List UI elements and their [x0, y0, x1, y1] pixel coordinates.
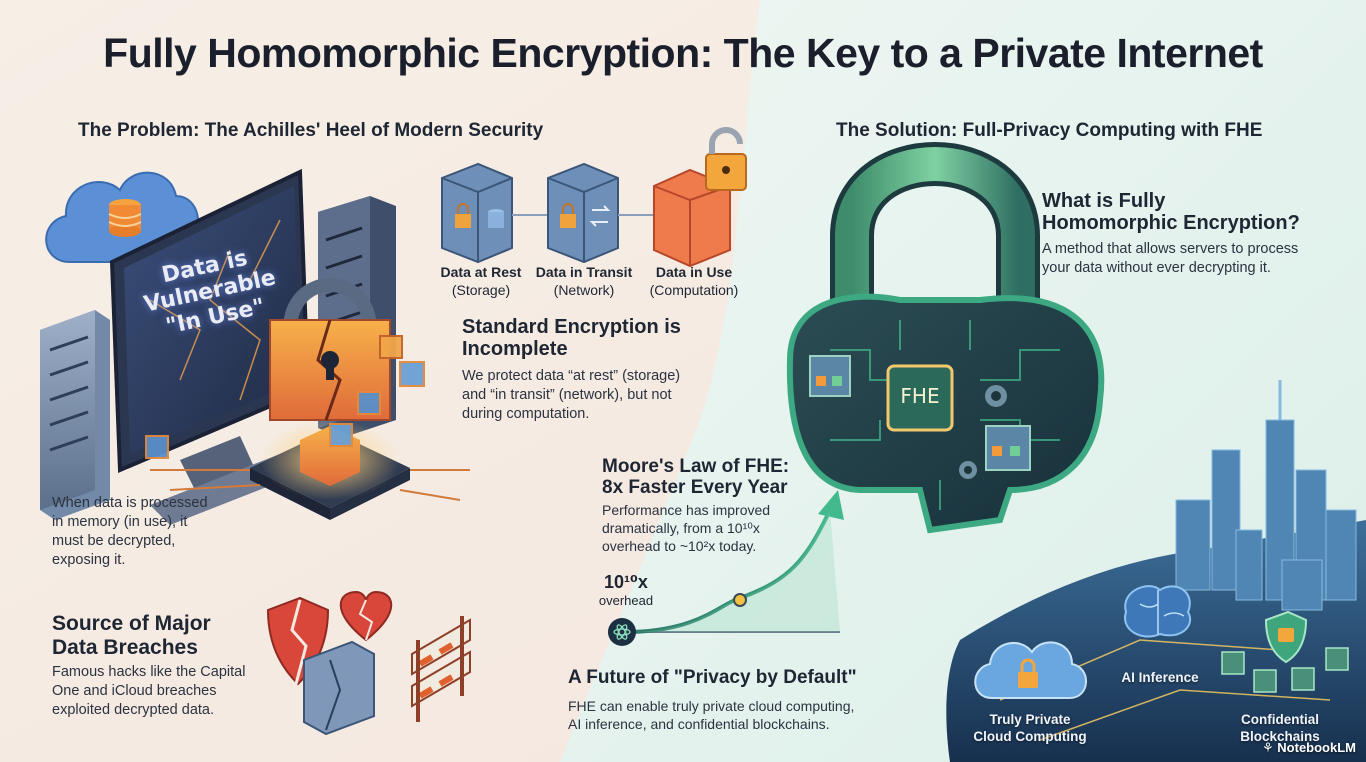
broken-heart-icon: [339, 590, 393, 642]
cpu-chip-icon: [150, 420, 470, 520]
server-tower-icon: [40, 310, 110, 520]
what-is-fhe-body: A method that allows servers to process …: [1042, 241, 1299, 276]
state-data-in-transit: Data in Transit(Network): [535, 264, 633, 299]
atom-icon: [608, 618, 636, 646]
breaches-title: Source of Major Data Breaches: [52, 612, 211, 659]
in-use-body: When data is processed in memory (in use…: [52, 495, 208, 568]
cloud-lock-icon: [974, 641, 1087, 699]
notebook-icon: ⚘: [1262, 740, 1278, 755]
barricade-icon: [411, 616, 471, 722]
city-label-cloud: Truly Private Cloud Computing: [973, 712, 1087, 744]
breaches-body: Famous hacks like the Capital One and iC…: [52, 664, 246, 718]
chain-icon: [1221, 610, 1349, 693]
page-title: Fully Homomorphic Encryption: The Key to…: [103, 30, 1263, 76]
state-data-in-use: Data in Use(Computation): [649, 264, 739, 299]
data-cubes: [145, 335, 425, 459]
state-data-at-rest: Data at Rest(Storage): [440, 264, 522, 299]
fhe-chip-label: FHE: [900, 384, 940, 408]
overhead-start-label: 10¹⁰x overhead: [598, 572, 654, 608]
gear-icon: [959, 385, 1007, 479]
standard-encryption-title: Standard Encryption is Incomplete: [462, 316, 681, 361]
padlock-storage-icon: [441, 162, 513, 264]
smart-city-platform: [946, 380, 1366, 762]
future-title: A Future of "Privacy by Default": [568, 667, 857, 688]
moore-law-title: Moore's Law of FHE: 8x Faster Every Year: [602, 456, 790, 499]
watermark: ⚘ NotebookLM: [1262, 740, 1356, 755]
what-is-fhe-title: What is Fully Homomorphic Encryption?: [1042, 190, 1300, 235]
growth-arrow-icon: [612, 490, 844, 634]
problem-heading: The Problem: The Achilles' Heel of Moder…: [78, 120, 544, 141]
moore-law-body: Performance has improved dramatically, f…: [602, 502, 771, 555]
padlock-transfer-icon: [547, 162, 619, 264]
city-label-chain: Confidential Blockchains: [1240, 712, 1320, 744]
cracked-wall-icon: [303, 640, 375, 736]
open-padlock-icon: [653, 127, 747, 268]
solution-heading: The Solution: Full-Privacy Computing wit…: [836, 120, 1263, 141]
standard-encryption-body: We protect data “at rest” (storage) and …: [462, 368, 681, 422]
fhe-padlock-icon: [786, 142, 1105, 534]
city-label-ai: AI Inference: [1121, 670, 1199, 685]
future-body: FHE can enable truly private cloud compu…: [568, 698, 855, 733]
brain-icon: [1124, 585, 1191, 638]
